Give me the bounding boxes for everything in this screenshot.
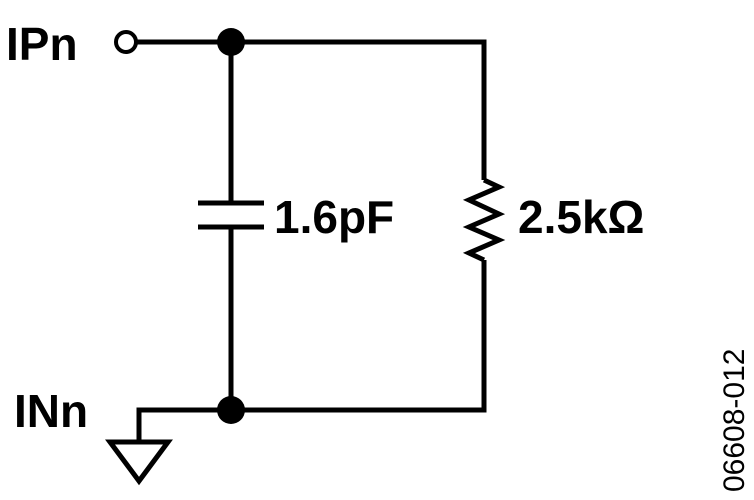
capacitor-symbol: [198, 200, 264, 230]
junction-node-top: [217, 28, 245, 56]
label-resistance: 2.5kΩ: [518, 191, 644, 243]
junction-node-bottom: [217, 396, 245, 424]
label-ipn: IPn: [6, 18, 78, 70]
top-wire: [136, 39, 487, 180]
resistor-lead-bottom: [136, 260, 487, 440]
label-capacitance: 1.6pF: [274, 191, 394, 243]
resistor-symbol: [462, 177, 506, 263]
input-terminal-ipn: [114, 30, 138, 54]
figure-id: 06608-012: [718, 349, 751, 492]
ground-icon: [105, 439, 173, 486]
label-inn: INn: [14, 385, 88, 437]
